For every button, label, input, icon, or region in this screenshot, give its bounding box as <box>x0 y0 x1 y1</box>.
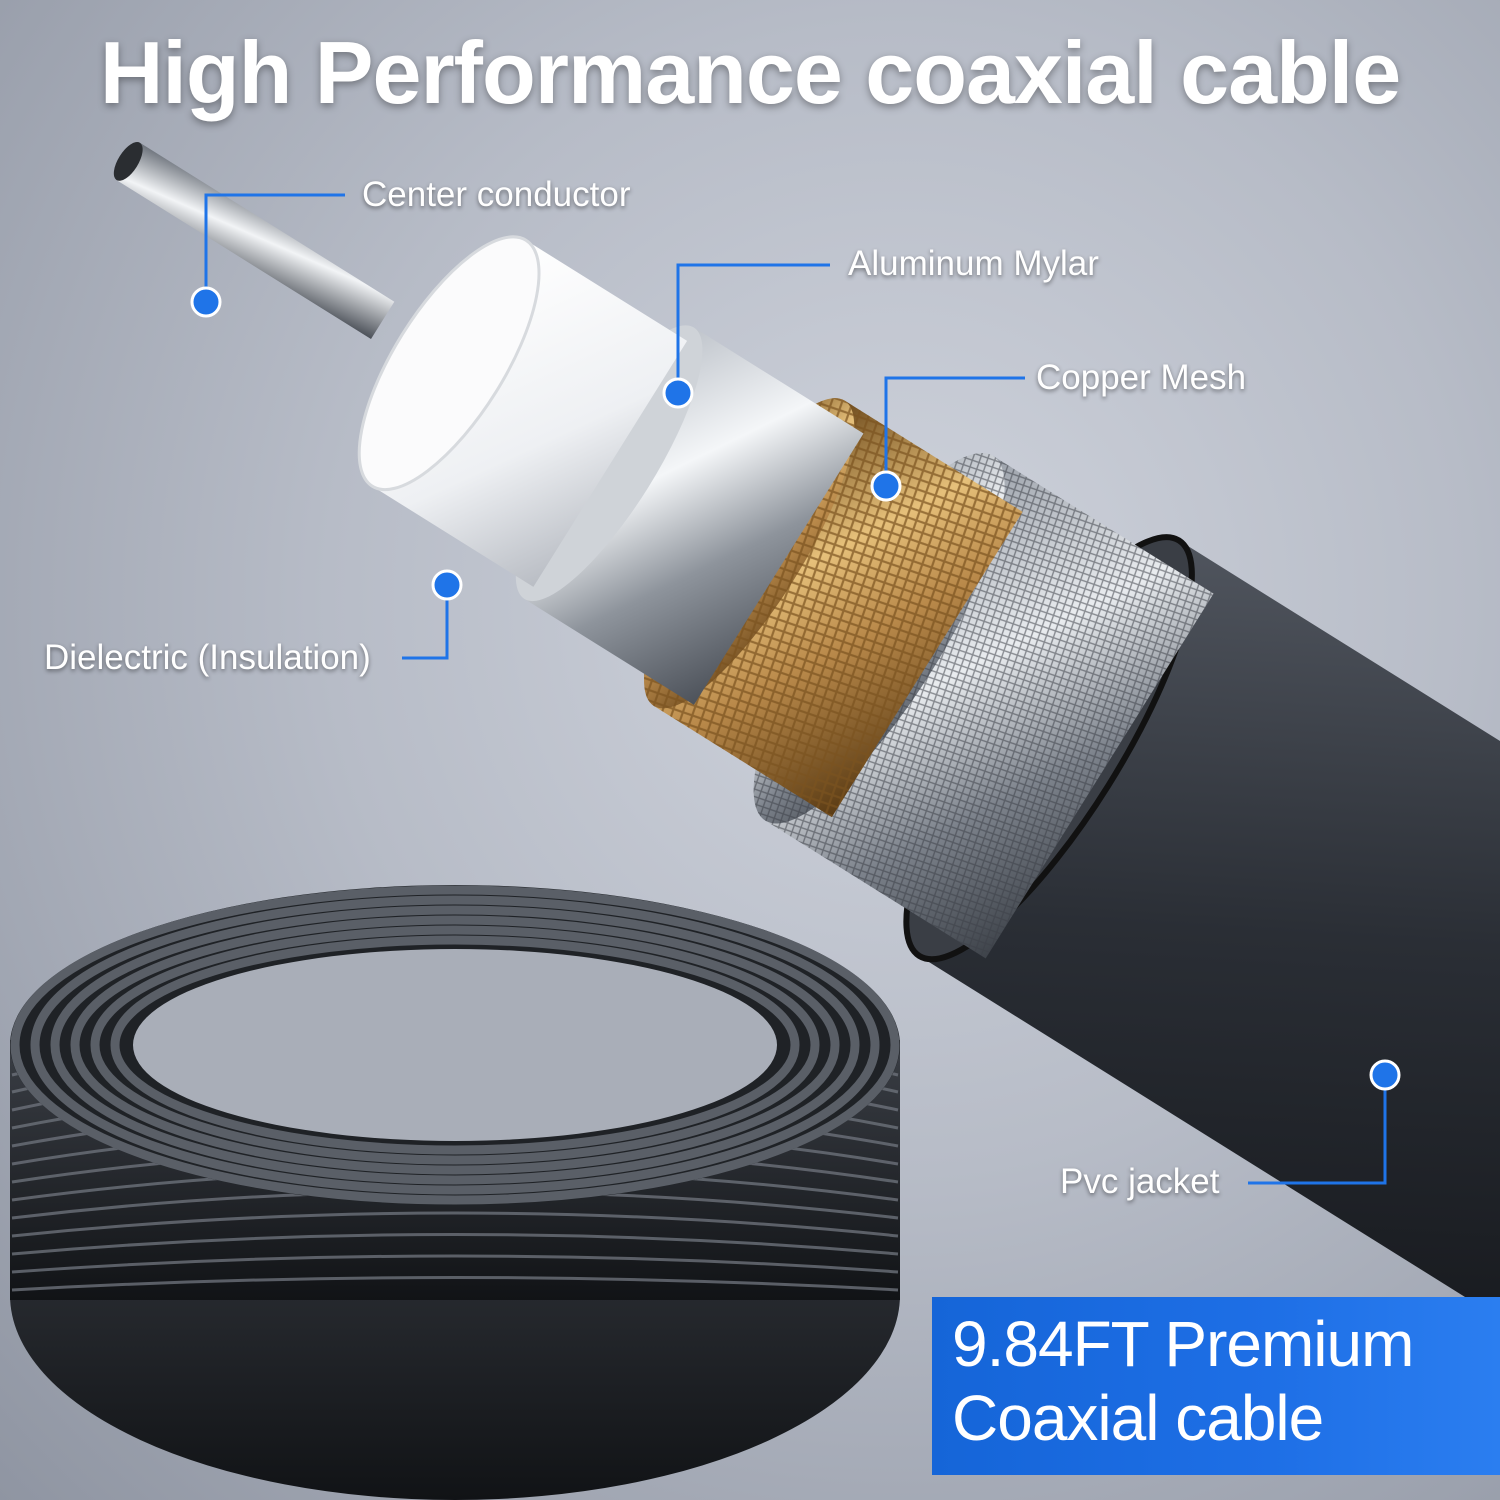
pvc-jacket-dot <box>1369 1059 1401 1091</box>
label-center-conductor: Center conductor <box>362 175 631 214</box>
callout-lines <box>204 193 1387 1185</box>
label-pvc-jacket: Pvc jacket <box>1060 1162 1220 1201</box>
copper-mesh-dot <box>870 470 902 502</box>
cable-coil <box>10 885 900 1500</box>
label-copper-mesh: Copper Mesh <box>1036 358 1247 397</box>
dielectric-dot <box>431 569 463 601</box>
label-aluminum-mylar: Aluminum Mylar <box>848 244 1099 283</box>
badge-line-2: Coaxial cable <box>952 1382 1324 1454</box>
callout-dots <box>190 286 1401 1091</box>
page-title: High Performance coaxial cable <box>99 23 1401 122</box>
badge-line-1: 9.84FT Premium <box>952 1308 1414 1380</box>
aluminum-mylar-dot <box>662 377 694 409</box>
length-badge: 9.84FT Premium Coaxial cable <box>932 1297 1500 1475</box>
center-conductor-dot <box>190 286 222 318</box>
label-dielectric: Dielectric (Insulation) <box>44 638 371 677</box>
cable-cross-section <box>113 142 1500 1433</box>
